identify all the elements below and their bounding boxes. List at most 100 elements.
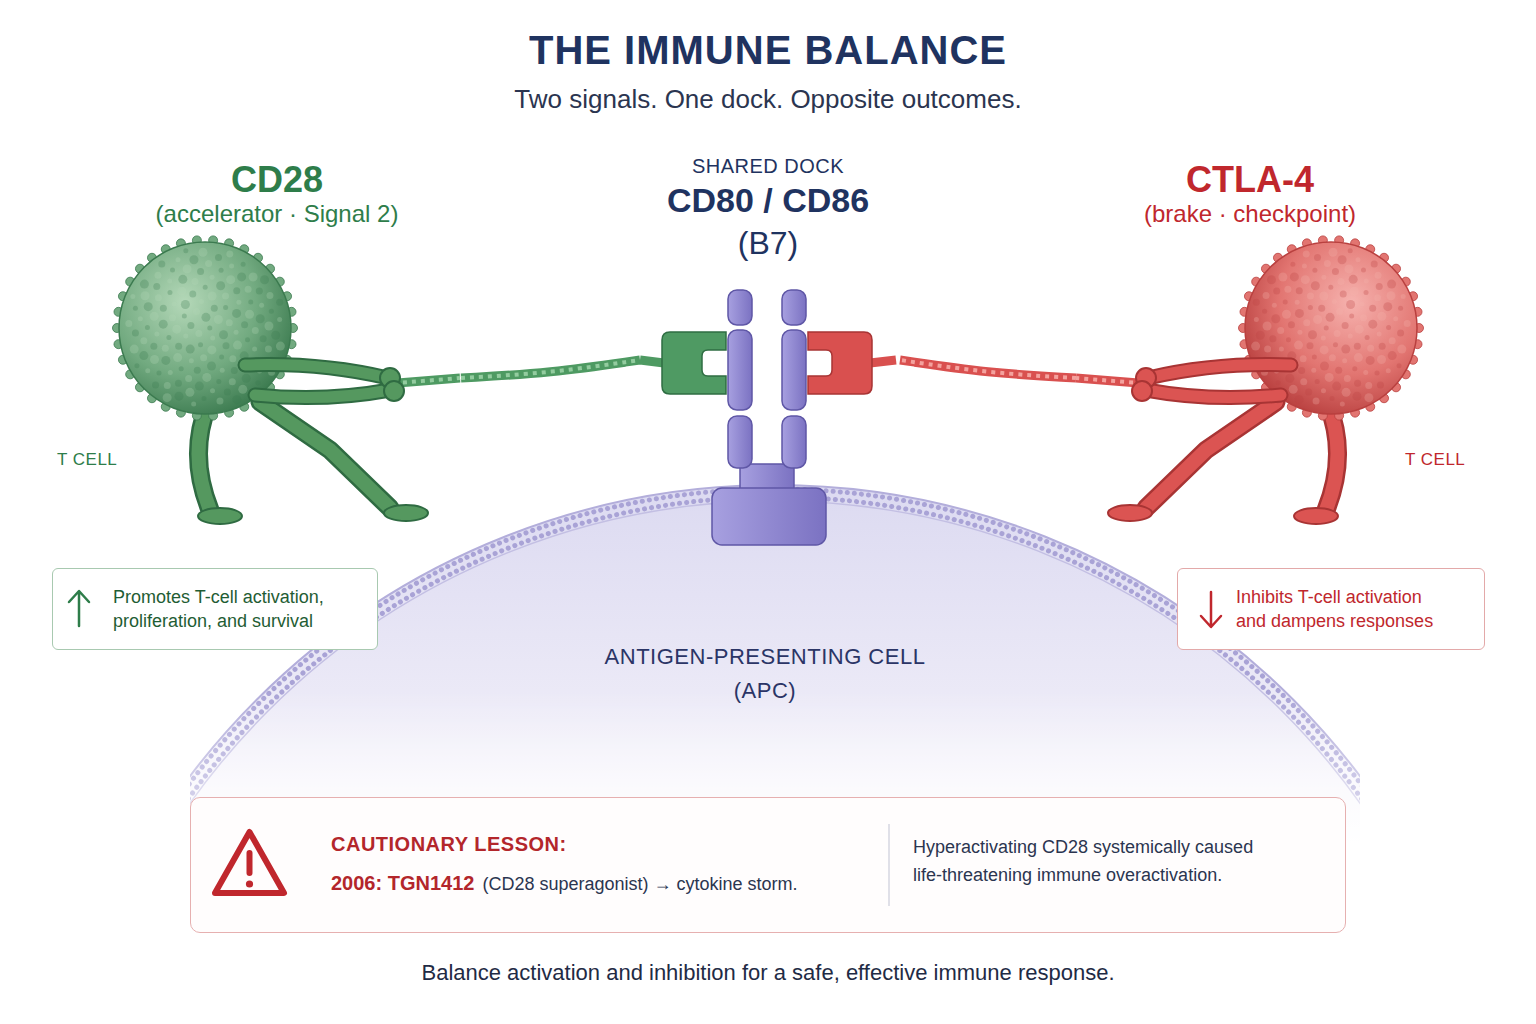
- cell-texture: [1377, 312, 1386, 321]
- cell-texture: [1367, 345, 1374, 352]
- cell-texture: [150, 343, 157, 350]
- cell-texture: [1286, 337, 1291, 342]
- cell-texture: [1353, 392, 1362, 401]
- event-name: 2006: TGN1412: [331, 872, 474, 894]
- arm: [1146, 390, 1281, 398]
- cell-texture: [1342, 388, 1351, 397]
- t-cell-figure: [1076, 236, 1424, 524]
- cell-texture: [1313, 398, 1320, 405]
- cell-texture: [1315, 379, 1320, 384]
- cell-texture: [1321, 275, 1326, 280]
- cell-texture: [1300, 378, 1307, 385]
- arm: [245, 365, 388, 378]
- cell-texture: [201, 313, 210, 322]
- rope-twist: [900, 360, 1076, 378]
- cell-texture: [1326, 313, 1335, 322]
- cell-texture: [1301, 275, 1310, 284]
- cell-texture: [226, 319, 233, 326]
- warning-icon: [247, 853, 253, 873]
- cell-texture: [185, 388, 194, 397]
- cell-texture: [211, 305, 218, 312]
- rope-connector: [900, 360, 1076, 378]
- cell-texture: [1363, 370, 1368, 375]
- cell-texture: [231, 367, 238, 374]
- cell-texture: [1312, 355, 1317, 360]
- cell-texture: [271, 331, 280, 340]
- cell-texture: [199, 299, 204, 304]
- receptor-domain: [782, 330, 806, 410]
- arm: [1148, 365, 1291, 378]
- cell-texture: [1393, 316, 1398, 321]
- cell-texture: [201, 396, 206, 401]
- cell-texture: [1329, 248, 1338, 257]
- cell-texture: [189, 358, 194, 363]
- cell-texture: [195, 330, 202, 337]
- cell-texture: [140, 280, 149, 289]
- cell-texture: [1325, 373, 1334, 382]
- warning-icon: [246, 880, 253, 887]
- cell-name: ANTIGEN-PRESENTING CELL (APC): [590, 640, 940, 708]
- leg: [1326, 405, 1338, 510]
- cell-texture: [1364, 393, 1373, 402]
- warning-icon: [215, 832, 284, 893]
- rope-connector: [461, 360, 640, 378]
- cell-texture: [216, 281, 225, 290]
- cell-texture: [245, 337, 250, 342]
- caution-note: Hyperactivating CD28 systemically caused…: [913, 834, 1268, 890]
- cell-texture: [1263, 292, 1270, 299]
- cell-texture: [1340, 291, 1347, 298]
- cell-texture: [155, 294, 162, 301]
- cell-texture: [173, 353, 182, 362]
- receptor-domain: [728, 416, 752, 468]
- cell-texture: [187, 322, 194, 329]
- cell-texture: [139, 351, 148, 360]
- cell-texture: [1269, 335, 1276, 342]
- cell-texture: [236, 300, 241, 305]
- leg: [1146, 402, 1276, 508]
- effect-text: Promotes T-cell activation, proliferatio…: [113, 585, 369, 634]
- cell-texture: [260, 275, 269, 284]
- cell-texture: [1290, 262, 1295, 267]
- rope: [640, 360, 664, 363]
- cell-texture: [198, 342, 203, 347]
- apc-body: [190, 485, 1360, 1024]
- cell-texture: [1300, 355, 1307, 362]
- cell-texture: [1383, 302, 1392, 311]
- cell-texture: [1359, 302, 1364, 307]
- cell-texture: [1285, 374, 1294, 383]
- leg: [198, 405, 210, 510]
- subtitle: Two signals. One dock. Opposite outcomes…: [0, 84, 1536, 115]
- event-detail: (CD28 superagonist) → cytokine storm.: [482, 874, 797, 894]
- cell-texture: [158, 260, 165, 267]
- cell-texture: [1308, 330, 1317, 339]
- cd28-clip: [662, 332, 726, 394]
- cell-texture: [176, 257, 181, 262]
- cell-texture: [169, 314, 176, 321]
- cell-texture: [1329, 354, 1336, 361]
- receptor-domain: [782, 290, 806, 325]
- cell-texture: [160, 305, 167, 312]
- down-arrow-icon: [1201, 592, 1221, 627]
- cell-texture: [229, 264, 234, 269]
- cell-texture: [181, 300, 190, 309]
- text-line: 2006: TGN1412 (CD28 superagonist) → cytok…: [331, 870, 891, 896]
- cell-texture: [154, 332, 159, 337]
- cell-texture: [162, 345, 169, 352]
- membrane: [190, 501, 1360, 1024]
- ligand-name: CD80 / CD86: [640, 180, 896, 221]
- cell-texture: [1295, 300, 1300, 305]
- effect-text: Inhibits T-cell activation and dampens r…: [1236, 585, 1446, 634]
- cell-texture: [1272, 303, 1277, 308]
- up-arrow-icon: [69, 591, 89, 626]
- receptor-domain: [728, 330, 752, 410]
- cell-texture: [256, 314, 265, 323]
- cell-texture: [1337, 278, 1344, 285]
- cell-texture: [248, 300, 253, 305]
- cell-texture: [1349, 275, 1358, 284]
- cell-texture: [1320, 345, 1329, 354]
- cell-texture: [1389, 337, 1396, 344]
- hand: [1132, 381, 1152, 401]
- cell-texture: [1318, 305, 1325, 312]
- cell-texture: [177, 287, 186, 296]
- leg: [260, 402, 390, 508]
